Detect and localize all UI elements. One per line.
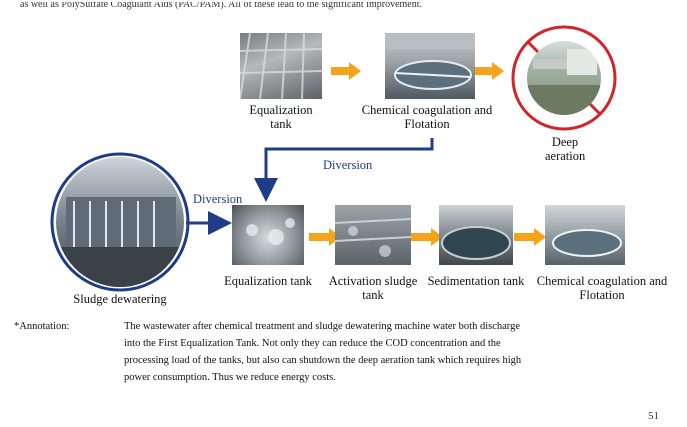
photo-sedimentation-tank — [439, 205, 513, 265]
annotation-line: The wastewater after chemical treatment … — [124, 321, 521, 332]
diversion-label-top: Diversion — [323, 158, 373, 172]
photo-flotation-top — [385, 33, 475, 99]
photo-sludge-dewatering — [56, 157, 184, 287]
page-number: 51 — [648, 410, 659, 422]
label-flotation-top: Chemical coagulation and Flotation — [361, 103, 493, 131]
orange-arrow-top-1 — [331, 62, 361, 80]
photo-equalization-tank-top — [240, 33, 322, 99]
label-activation-sludge-tank: Activation sludge tank — [328, 274, 418, 302]
deep-aeration-circle — [511, 25, 617, 131]
sludge-circle — [50, 152, 190, 292]
annotation-prefix: *Annotation: — [14, 321, 70, 332]
annotation-text: The wastewater after chemical treatment … — [124, 318, 654, 386]
orange-arrow-bottom-3 — [514, 228, 546, 246]
photo-equalization-tank-bottom — [232, 205, 304, 265]
photo-deep-aeration — [527, 41, 601, 115]
label-flotation-bottom: Chemical coagulation and Flotation — [536, 274, 668, 302]
label-deep-aeration: Deep aeration — [545, 135, 586, 163]
annotation-line: into the First Equalization Tank. Not on… — [124, 338, 501, 349]
annotation-line: processing load of the tanks, but also c… — [124, 355, 522, 366]
top-cut-text: as well as PolySulfate Coagulant Aids (P… — [20, 0, 423, 10]
diversion-line-top — [254, 138, 434, 202]
diversion-label-left: Diversion — [193, 192, 243, 206]
label-sludge-dewatering: Sludge dewatering — [73, 292, 167, 306]
label-equalization-tank-top: Equalization tank — [249, 103, 313, 131]
annotation-line: power consumption. Thus we reduce energy… — [124, 372, 336, 383]
label-sedimentation-tank: Sedimentation tank — [427, 274, 525, 288]
orange-arrow-top-2 — [474, 62, 504, 80]
orange-arrow-bottom-2 — [411, 228, 443, 246]
photo-flotation-bottom — [545, 205, 625, 265]
label-equalization-tank-bottom: Equalization tank — [224, 274, 312, 288]
photo-activation-sludge-tank — [335, 205, 411, 265]
